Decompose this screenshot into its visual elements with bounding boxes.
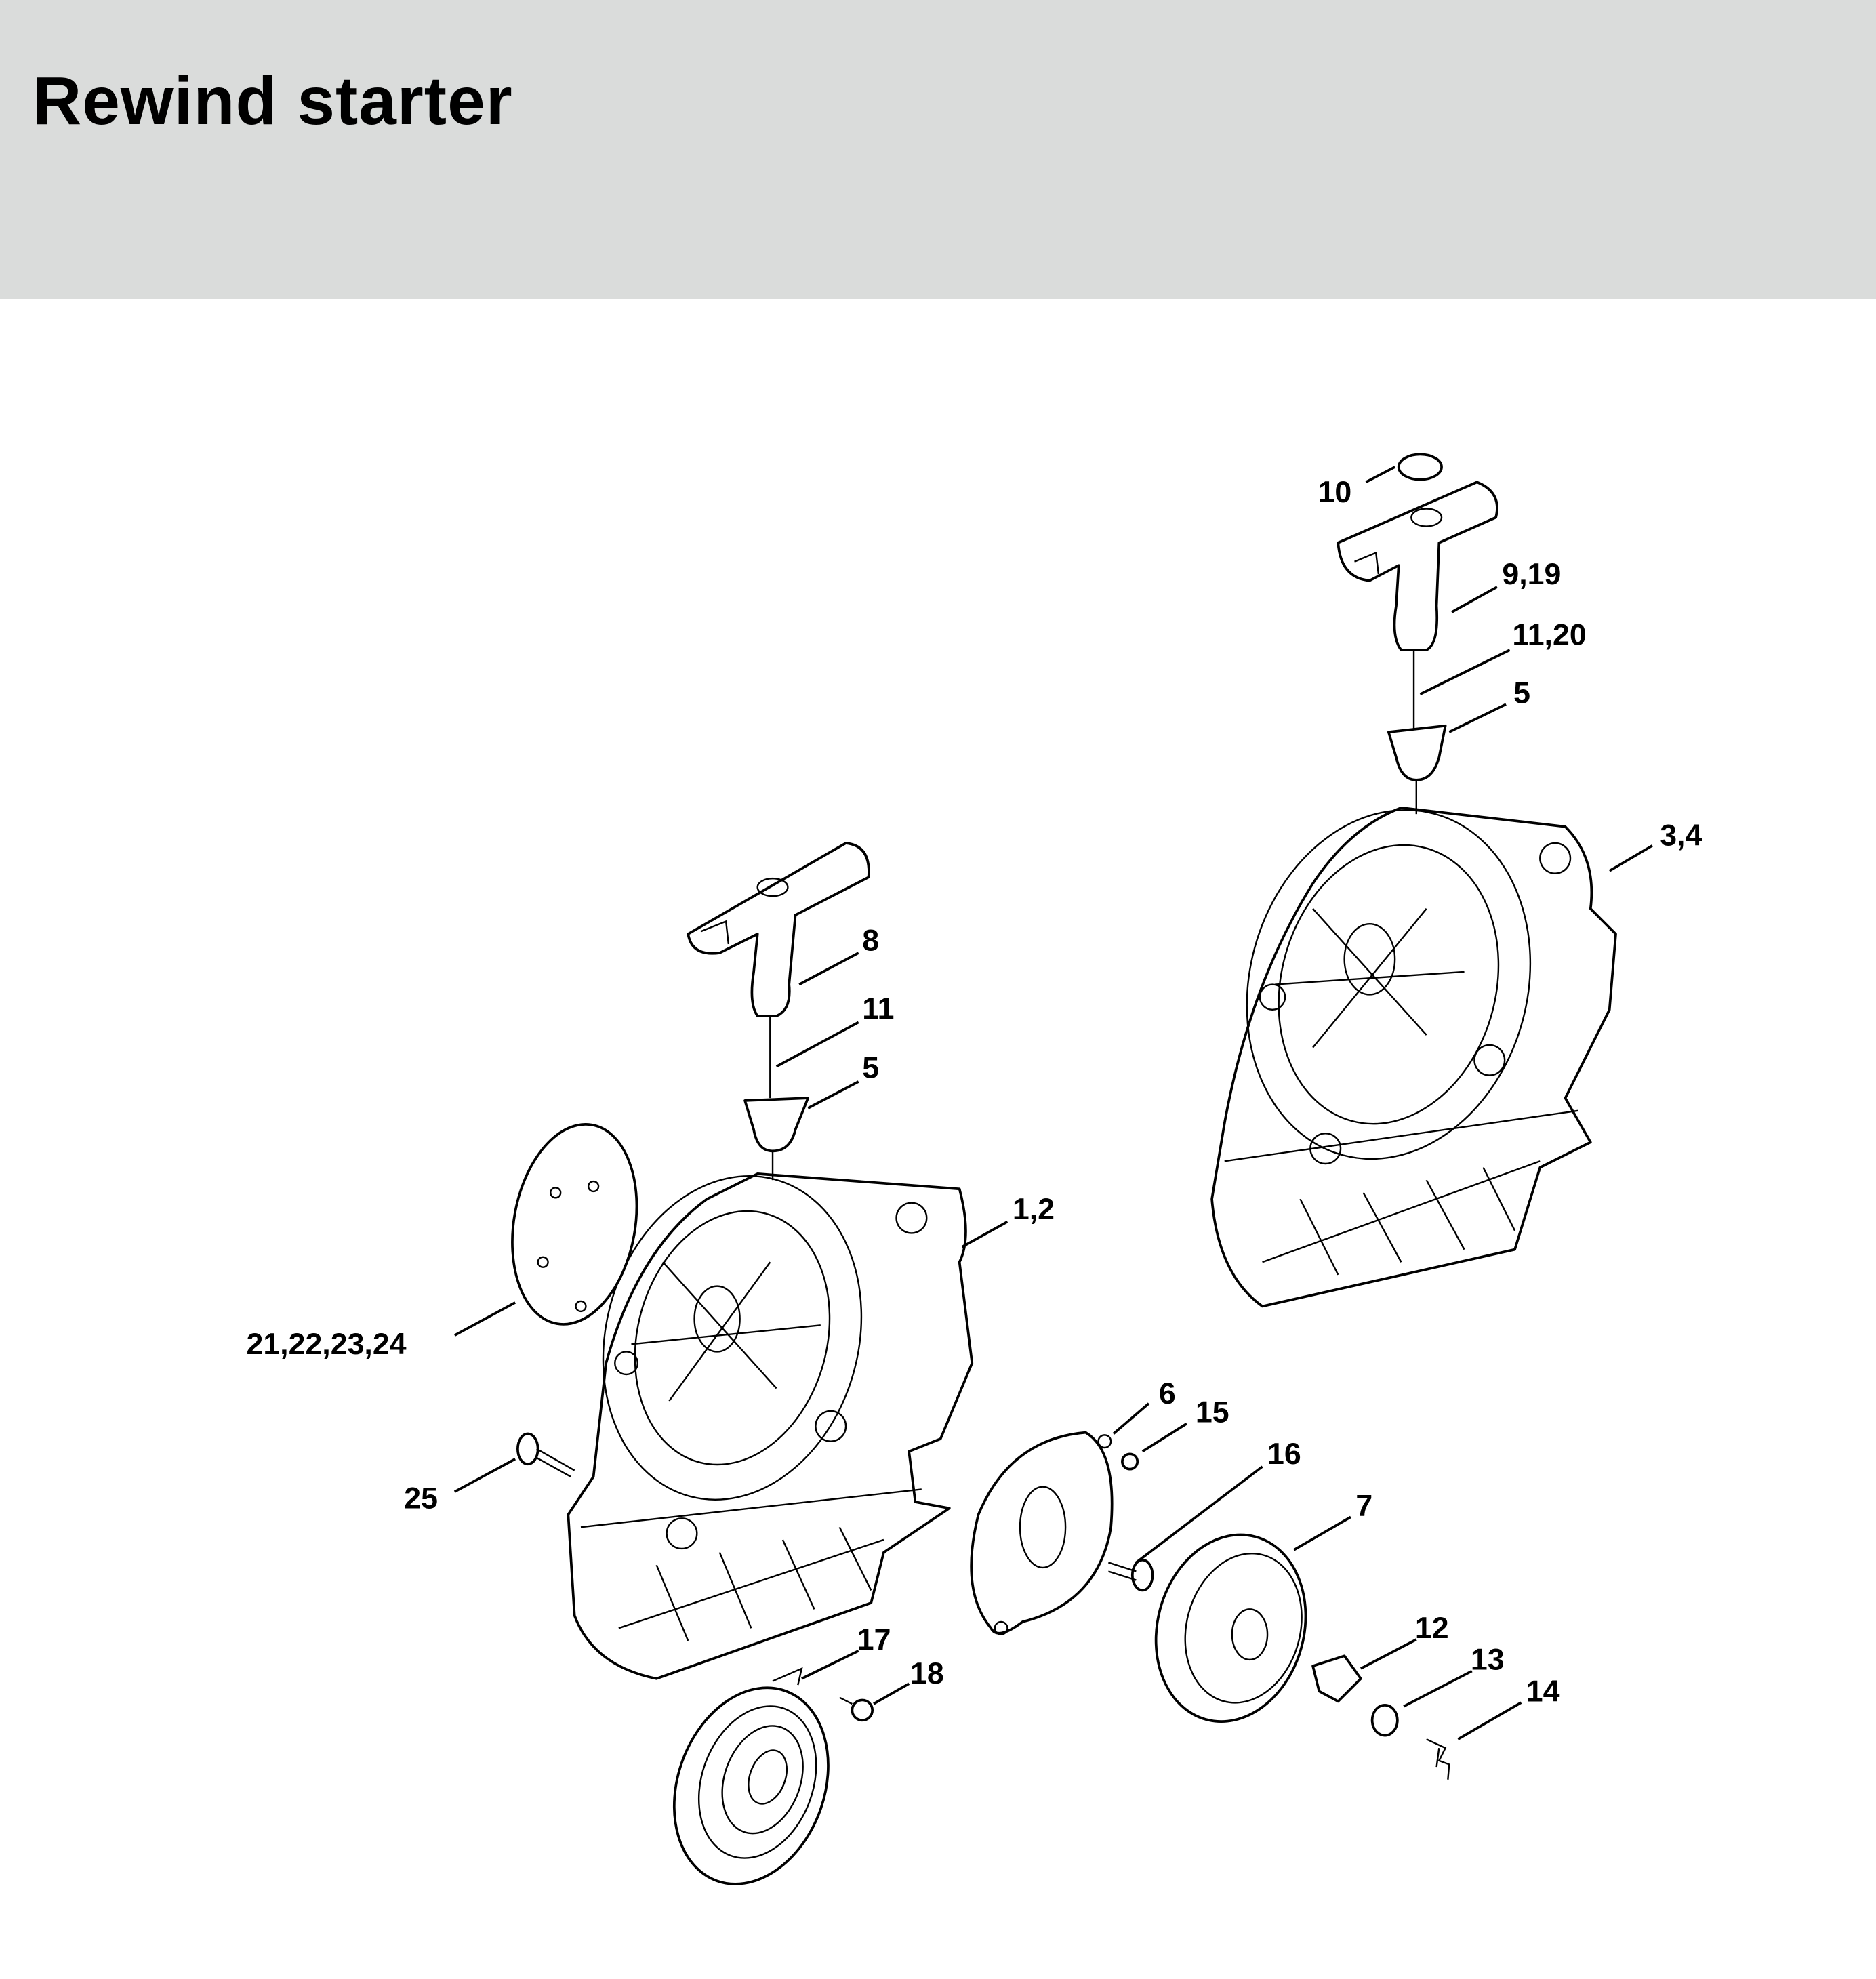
callout-14: 14 (1526, 1675, 1560, 1708)
screw-15 (1121, 1452, 1139, 1471)
callout-17: 17 (857, 1623, 891, 1656)
starter-grip-right (1337, 453, 1498, 815)
callout-10: 10 (1318, 476, 1352, 509)
starter-housing-left (567, 1172, 974, 1680)
screw-25 (516, 1432, 575, 1477)
starter-grip-left (687, 842, 870, 1181)
callout-21-24: 21,22,23,24 (246, 1328, 406, 1361)
leader-lines (453, 466, 1653, 1740)
callout-7: 7 (1355, 1490, 1372, 1523)
callout-6: 6 (1159, 1377, 1176, 1410)
callout-15: 15 (1196, 1396, 1229, 1429)
starter-housing-right (1210, 806, 1617, 1308)
callout-13: 13 (1471, 1644, 1505, 1677)
screw-18 (839, 1696, 874, 1722)
header-banner: Rewind starter (0, 0, 1876, 299)
pawl (1311, 1654, 1362, 1703)
callout-5-lower: 5 (862, 1051, 879, 1084)
callout-1-2: 1,2 (1013, 1193, 1055, 1226)
callout-3-4: 3,4 (1660, 819, 1702, 853)
callout-9-19: 9,19 (1502, 558, 1561, 591)
callout-12: 12 (1415, 1612, 1449, 1645)
screw-16 (1108, 1558, 1154, 1592)
guide-plate (970, 1431, 1114, 1635)
callout-16: 16 (1267, 1437, 1301, 1471)
washer (1370, 1704, 1399, 1737)
callout-5-upper: 5 (1513, 676, 1530, 710)
callout-11-20: 11,20 (1512, 619, 1586, 652)
cover-plate (511, 1122, 638, 1326)
rope-rotor (1154, 1533, 1307, 1723)
callout-18: 18 (910, 1657, 944, 1690)
page-title: Rewind starter (33, 63, 513, 139)
callout-8: 8 (862, 924, 879, 957)
spring-clip (1426, 1738, 1450, 1780)
callout-25: 25 (404, 1482, 438, 1515)
rewind-spring (672, 1667, 830, 1885)
callout-11: 11 (862, 992, 894, 1025)
